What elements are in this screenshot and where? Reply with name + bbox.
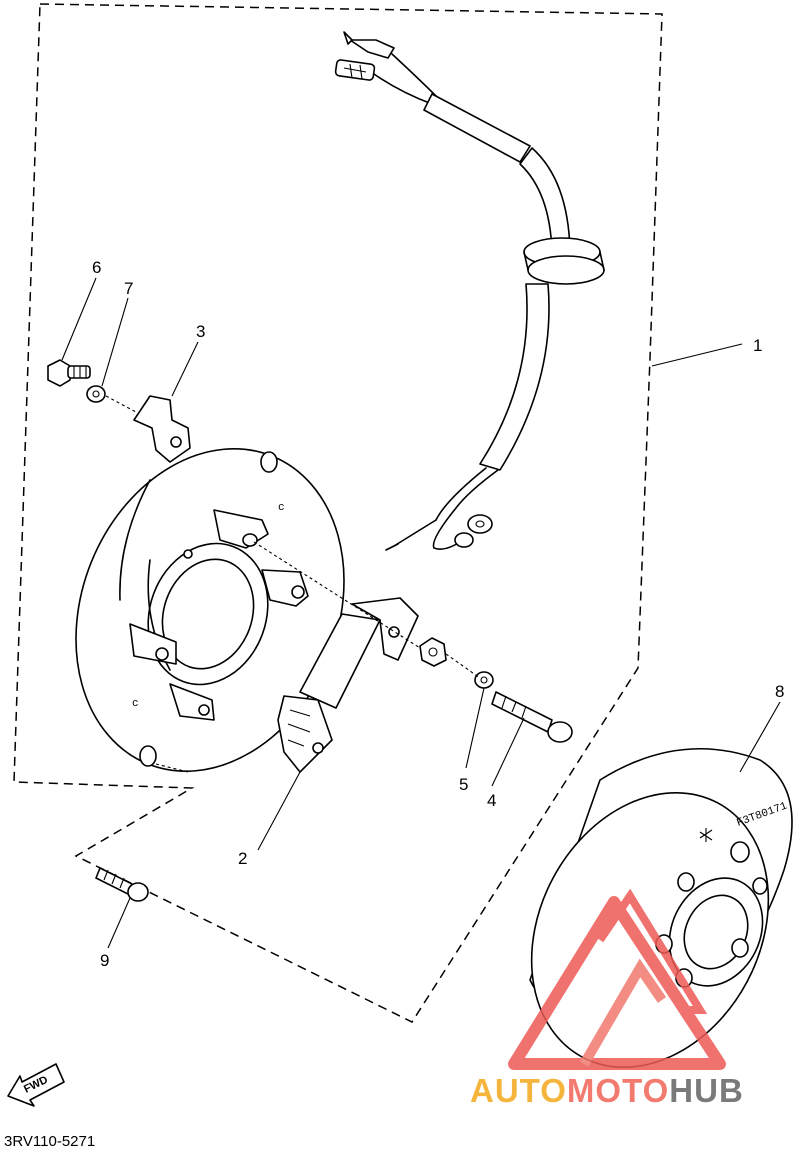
watermark-logo — [508, 888, 726, 1070]
drawing-code: 3RV110-5271 — [4, 1133, 95, 1150]
clamp-washer — [86, 385, 106, 403]
leader-lines — [61, 277, 781, 949]
plate-screw — [95, 867, 149, 902]
lead-clamp — [133, 395, 191, 463]
callout-4: 4 — [487, 791, 496, 810]
callout-2: 2 — [238, 849, 247, 868]
coil-nut — [419, 637, 447, 667]
bullet-connector — [349, 39, 395, 59]
callout-7: 7 — [124, 279, 133, 298]
coil-washer — [474, 671, 494, 689]
coil-bolt — [491, 691, 573, 743]
callout-9: 9 — [100, 951, 109, 970]
pickup-coil — [277, 597, 419, 773]
watermark-auto: AUTO — [470, 1072, 567, 1109]
svg-text:c: c — [132, 698, 139, 710]
callout-8: 8 — [775, 682, 784, 701]
stator-plate: c c — [75, 447, 345, 773]
ring-terminal — [467, 514, 493, 534]
callout-5: 5 — [459, 775, 468, 794]
watermark-hub: HUB — [669, 1072, 744, 1109]
wiring-harness — [334, 31, 605, 551]
svg-text:c: c — [278, 502, 285, 514]
callout-1: 1 — [753, 336, 762, 355]
callout-labels: 1 2 3 4 5 6 7 8 9 — [92, 258, 784, 970]
watermark-text: AUTOMOTOHUB — [470, 1072, 744, 1109]
fwd-arrow-icon: FWD — [7, 1063, 65, 1107]
callout-3: 3 — [196, 322, 205, 341]
watermark-moto: MOTO — [567, 1072, 669, 1109]
rotor-flywheel: F3T80171 — [529, 747, 793, 1069]
assembly-boundary — [13, 3, 663, 1023]
clamp-screw — [47, 359, 91, 387]
callout-6: 6 — [92, 258, 101, 277]
